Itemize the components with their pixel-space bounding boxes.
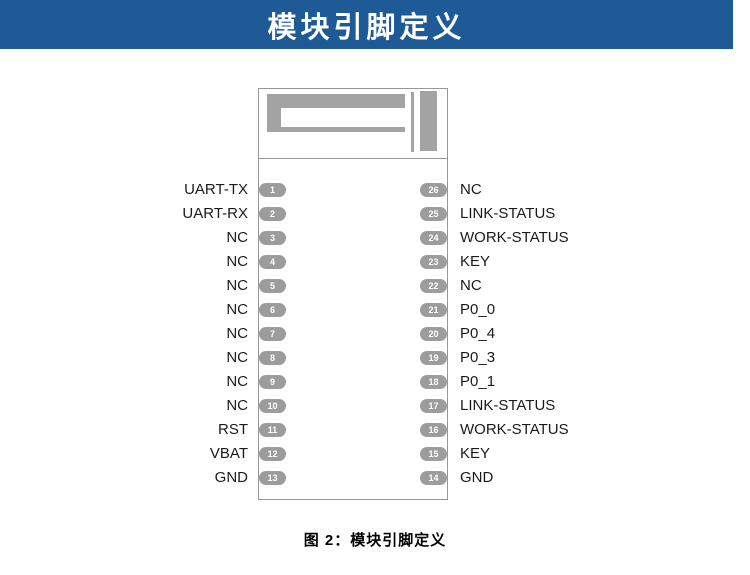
pin-label-9: NC bbox=[226, 373, 248, 390]
pin-label-18: P0_1 bbox=[460, 373, 496, 390]
pin-label-10: NC bbox=[226, 397, 248, 414]
pin-badge-6: 6 bbox=[259, 303, 286, 317]
pin-badge-11: 11 bbox=[259, 423, 286, 437]
pin-label-16: WORK-STATUS bbox=[460, 421, 569, 438]
pin-label-8: NC bbox=[226, 349, 248, 366]
antenna-separator-line bbox=[258, 158, 448, 159]
pin-badge-13: 13 bbox=[259, 471, 286, 485]
figure-caption: 图 2：模块引脚定义 bbox=[303, 532, 447, 549]
pin-badge-5: 5 bbox=[259, 279, 286, 293]
pin-label-23: KEY bbox=[460, 253, 491, 270]
pin-badge-14: 14 bbox=[420, 471, 447, 485]
pin-badge-9: 9 bbox=[259, 375, 286, 389]
pin-label-15: KEY bbox=[460, 445, 491, 462]
pin-badge-8: 8 bbox=[259, 351, 286, 365]
antenna-trace-thick-vertical bbox=[420, 91, 437, 151]
pin-label-13: GND bbox=[214, 469, 248, 486]
antenna-trace-top-bar bbox=[267, 94, 405, 108]
pin-badge-4: 4 bbox=[259, 255, 286, 269]
pin-label-24: WORK-STATUS bbox=[460, 229, 569, 246]
pin-badge-24: 24 bbox=[420, 231, 447, 245]
pin-label-17: LINK-STATUS bbox=[460, 397, 556, 414]
pin-badge-23: 23 bbox=[420, 255, 447, 269]
pin-label-25: LINK-STATUS bbox=[460, 205, 556, 222]
pin-badge-22: 22 bbox=[420, 279, 447, 293]
pin-label-5: NC bbox=[226, 277, 248, 294]
antenna-trace-bottom-bar bbox=[267, 127, 405, 132]
pin-badge-10: 10 bbox=[259, 399, 286, 413]
pin-label-3: NC bbox=[226, 229, 248, 246]
pin-badge-20: 20 bbox=[420, 327, 447, 341]
pin-label-19: P0_3 bbox=[460, 349, 496, 366]
page-title: 模块引脚定义 bbox=[267, 11, 466, 44]
pin-label-22: NC bbox=[460, 277, 482, 294]
header-banner: 模块引脚定义 bbox=[0, 0, 733, 49]
antenna-trace-thin-vertical bbox=[411, 92, 414, 152]
pin-badge-7: 7 bbox=[259, 327, 286, 341]
pin-badge-17: 17 bbox=[420, 399, 447, 413]
pin-label-4: NC bbox=[226, 253, 248, 270]
pin-label-20: P0_4 bbox=[460, 325, 496, 342]
pin-label-26: NC bbox=[460, 181, 482, 198]
pin-badge-21: 21 bbox=[420, 303, 447, 317]
antenna-trace-left-stub bbox=[267, 94, 281, 132]
pin-badge-2: 2 bbox=[259, 207, 286, 221]
pin-label-21: P0_0 bbox=[460, 301, 496, 318]
pin-label-14: GND bbox=[460, 469, 494, 486]
pin-label-11: RST bbox=[218, 421, 248, 438]
pin-label-7: NC bbox=[226, 325, 248, 342]
pin-label-6: NC bbox=[226, 301, 248, 318]
pin-label-2: UART-RX bbox=[182, 205, 248, 222]
pin-badge-3: 3 bbox=[259, 231, 286, 245]
pin-badge-18: 18 bbox=[420, 375, 447, 389]
pin-badge-1: 1 bbox=[259, 183, 286, 197]
pin-badge-15: 15 bbox=[420, 447, 447, 461]
pin-badge-12: 12 bbox=[259, 447, 286, 461]
pin-badge-19: 19 bbox=[420, 351, 447, 365]
pin-badge-26: 26 bbox=[420, 183, 447, 197]
pin-label-12: VBAT bbox=[209, 445, 248, 462]
module-outline bbox=[258, 88, 448, 500]
pin-label-1: UART-TX bbox=[184, 181, 248, 198]
pin-badge-16: 16 bbox=[420, 423, 447, 437]
pin-badge-25: 25 bbox=[420, 207, 447, 221]
